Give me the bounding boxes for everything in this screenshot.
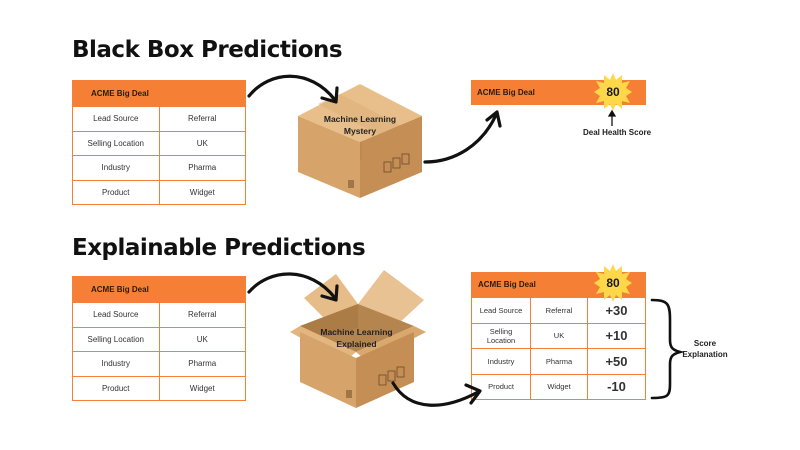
input-table-explainable: ACME Big Deal Lead Source Referral Selli… — [72, 276, 246, 401]
table-row: Lead Source Referral +30 — [472, 297, 645, 323]
value-cell: UK — [196, 138, 208, 148]
feature-cell: Product — [73, 180, 160, 204]
explained-result-table: ACME Big Deal Lead Source Referral +30 S… — [471, 272, 646, 400]
table-row: Product Widget — [73, 375, 245, 400]
feature-cell: Industry — [73, 352, 160, 376]
value-cell: Pharma — [188, 359, 217, 369]
score-badge: 80 — [593, 263, 633, 303]
table-header: ACME Big Deal — [73, 277, 245, 302]
up-arrow-icon — [607, 109, 617, 126]
feature-cell: Industry — [472, 349, 531, 374]
feature-cell: Lead Source — [73, 107, 160, 131]
table-row: Selling Location UK — [73, 326, 245, 351]
contribution-cell: +50 — [605, 353, 628, 369]
contribution-cell: +10 — [605, 328, 628, 344]
result-bar-label: ACME Big Deal — [477, 88, 535, 97]
feature-cell: Lead Source — [73, 303, 160, 327]
contribution-cell: -10 — [607, 379, 626, 395]
table-header: ACME Big Deal — [73, 81, 245, 106]
value-cell: UK — [531, 323, 588, 348]
table-row: Selling Location UK +10 — [472, 322, 645, 348]
value-cell: Referral — [188, 310, 217, 320]
caption-line1: Score — [693, 339, 717, 348]
table-row: Industry Pharma — [73, 351, 245, 376]
score-value: 80 — [606, 276, 620, 290]
feature-cell: Industry — [73, 156, 160, 180]
table-row: Industry Pharma — [73, 155, 245, 180]
score-explanation-caption: Score Explanation — [680, 338, 730, 360]
feature-cell: Product — [472, 374, 531, 399]
value-cell: Widget — [189, 187, 215, 197]
value-cell: Pharma — [188, 163, 217, 173]
table-row: Industry Pharma +50 — [472, 348, 645, 374]
feature-cell: Lead Source — [472, 298, 531, 323]
open-cardboard-box-icon — [290, 270, 426, 408]
arrow-box-to-result-top — [423, 113, 498, 164]
starburst-icon — [594, 264, 632, 302]
value-cell: Pharma — [531, 349, 588, 374]
table-row: Product Widget -10 — [472, 373, 645, 399]
value-cell: UK — [196, 334, 208, 344]
open-box-illustration: Machine Learning Explained — [284, 270, 429, 408]
closed-box-illustration: Machine Learning Mystery — [296, 80, 424, 200]
feature-cell: Selling Location — [73, 131, 160, 155]
value-cell: Referral — [531, 298, 588, 323]
deal-health-score-caption: Deal Health Score — [582, 128, 652, 137]
feature-line2: Location — [486, 335, 516, 345]
section-title-explainable: Explainable Predictions — [72, 235, 366, 261]
box-label: Machine Learning Explained — [284, 326, 429, 350]
box-label-line1: Machine Learning — [320, 327, 393, 337]
table-row: Product Widget — [73, 179, 245, 204]
value-cell: Widget — [531, 374, 588, 399]
input-table-black-box: ACME Big Deal Lead Source Referral Selli… — [72, 80, 246, 205]
curly-brace-icon — [650, 298, 685, 400]
feature-cell: Selling Location — [472, 323, 531, 348]
feature-cell: Selling Location — [73, 327, 160, 351]
contribution-cell: +30 — [605, 302, 628, 318]
starburst-icon — [594, 73, 632, 111]
box-label-line2: Mystery — [343, 126, 377, 136]
box-label-line1: Machine Learning — [323, 114, 397, 124]
box-label: Machine Learning Mystery — [296, 113, 424, 137]
box-label-line2: Explained — [336, 339, 377, 349]
table-row: Lead Source Referral — [73, 106, 245, 131]
closed-cardboard-box-icon — [298, 84, 422, 198]
feature-cell: Product — [73, 376, 160, 400]
table-row: Selling Location UK — [73, 130, 245, 155]
value-cell: Widget — [189, 383, 215, 393]
caption-line2: Explanation — [682, 350, 728, 359]
value-cell: Referral — [188, 114, 217, 124]
section-title-black-box: Black Box Predictions — [72, 37, 343, 63]
score-badge: 80 — [593, 72, 633, 112]
score-value: 80 — [606, 85, 620, 99]
feature-line1: Selling — [489, 326, 513, 336]
table-row: Lead Source Referral — [73, 302, 245, 327]
